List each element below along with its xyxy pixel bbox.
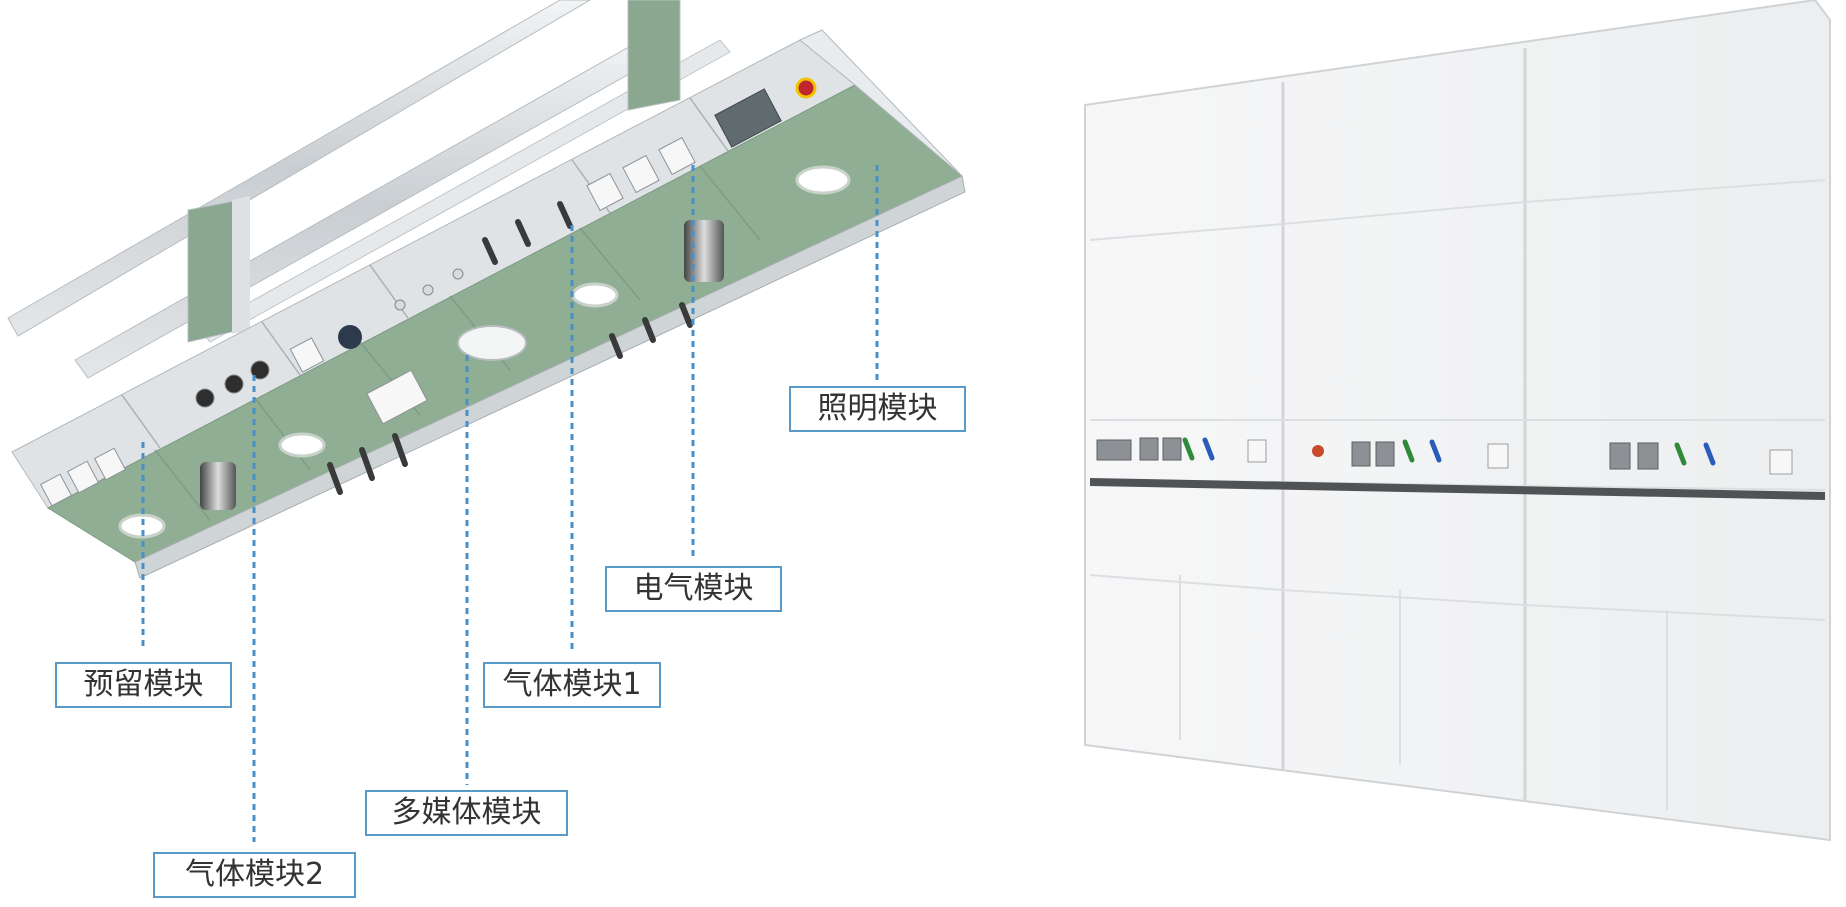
beam-front-lip	[134, 175, 966, 579]
socket-group	[39, 136, 696, 507]
label-gas-module-1: 气体模块1	[483, 662, 661, 708]
label-electrical-module: 电气模块	[605, 566, 782, 612]
support-rail	[7, 0, 591, 337]
ceiling-unit-illustration	[7, 0, 966, 579]
label-reserved-module: 预留模块	[55, 662, 232, 708]
hanger	[232, 196, 250, 334]
vent-pipe	[684, 220, 724, 282]
multimedia-speaker	[457, 325, 527, 361]
leader-lines	[141, 165, 879, 842]
ceiling-lights	[118, 165, 851, 539]
wall-cabinet-illustration	[1084, 0, 1831, 842]
connector-icon	[338, 325, 362, 349]
cabinet-outlets	[1096, 437, 1659, 470]
beam-end-cap	[799, 29, 963, 177]
service-strip	[1090, 478, 1825, 500]
label-lighting-module: 照明模块	[789, 386, 966, 432]
cabinet-switch-icon	[1312, 445, 1324, 457]
gas-valves	[327, 201, 693, 495]
control-display	[714, 88, 782, 148]
vent-pipe	[200, 462, 236, 510]
label-multimedia-module: 多媒体模块	[365, 790, 568, 836]
label-gas-module-2: 气体模块2	[153, 852, 356, 898]
hanger	[627, 0, 681, 111]
emergency-switch-icon	[795, 77, 817, 99]
gas-gauges	[195, 268, 464, 408]
